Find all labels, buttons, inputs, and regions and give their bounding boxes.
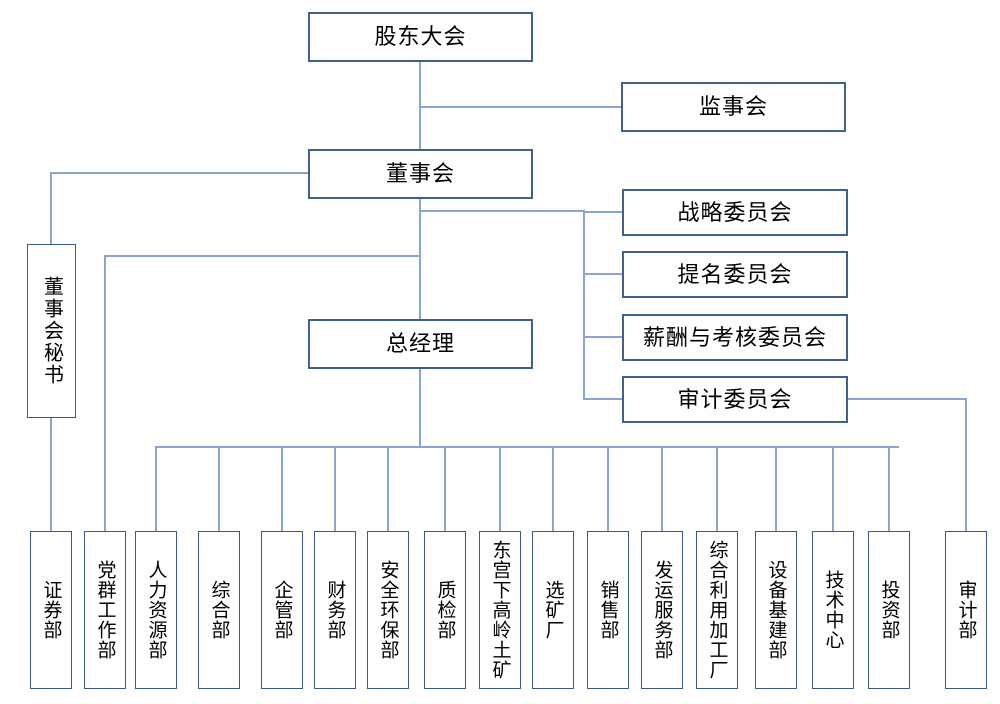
node-dept-audit[interactable]: 审计部 bbox=[945, 531, 987, 689]
node-strategy-committee[interactable]: 战略委员会 bbox=[622, 189, 848, 236]
node-general-manager[interactable]: 总经理 bbox=[308, 319, 533, 369]
node-label: 安全环保部 bbox=[377, 560, 399, 660]
connector-drop-general-affairs bbox=[218, 446, 220, 533]
connector-board-to-secretary-v bbox=[50, 172, 52, 246]
node-dept-safety-environment[interactable]: 安全环保部 bbox=[367, 531, 409, 689]
node-dept-technology-center[interactable]: 技术中心 bbox=[812, 531, 854, 689]
connector-shareholders-trunk bbox=[419, 62, 421, 174]
node-label: 发运服务部 bbox=[651, 560, 673, 660]
node-label: 战略委员会 bbox=[677, 199, 793, 225]
node-label: 技术中心 bbox=[822, 570, 844, 650]
connector-audit-cmte-to-dept-h bbox=[847, 398, 967, 400]
connector-drop-hr bbox=[155, 446, 157, 533]
node-dept-finance[interactable]: 财务部 bbox=[314, 531, 356, 689]
connector-drop-finance bbox=[334, 446, 336, 533]
node-dept-general-affairs[interactable]: 综合部 bbox=[198, 531, 240, 689]
connector-trunk-to-strategy bbox=[583, 211, 623, 213]
connector-audit-cmte-to-dept-v bbox=[965, 398, 967, 533]
node-dept-shipping-service[interactable]: 发运服务部 bbox=[641, 531, 683, 689]
connector-secretary-to-securities bbox=[50, 418, 52, 533]
node-dept-party-affairs[interactable]: 党群工作部 bbox=[84, 531, 126, 689]
connector-drop-shipping bbox=[661, 446, 663, 533]
node-label: 投资部 bbox=[878, 580, 900, 640]
connector-board-to-party-v bbox=[104, 255, 106, 533]
node-label: 董事会秘书 bbox=[40, 276, 63, 386]
node-dept-investment[interactable]: 投资部 bbox=[868, 531, 910, 689]
node-label: 审计委员会 bbox=[677, 386, 793, 412]
node-board-secretary[interactable]: 董事会秘书 bbox=[27, 244, 76, 418]
connector-drop-processing bbox=[716, 446, 718, 533]
node-label: 销售部 bbox=[597, 580, 619, 640]
connector-board-to-party-h bbox=[104, 255, 420, 257]
node-nomination-committee[interactable]: 提名委员会 bbox=[622, 251, 848, 298]
connector-shareholders-to-supervisory bbox=[419, 106, 623, 108]
node-dept-ore-dressing-plant[interactable]: 选矿厂 bbox=[532, 531, 574, 689]
node-dept-equipment-infrastructure[interactable]: 设备基建部 bbox=[755, 531, 797, 689]
node-label: 股东大会 bbox=[374, 24, 467, 50]
node-label: 综合部 bbox=[208, 580, 230, 640]
node-label: 企管部 bbox=[271, 580, 293, 640]
node-dept-sales[interactable]: 销售部 bbox=[587, 531, 629, 689]
node-label: 证券部 bbox=[40, 580, 62, 640]
node-shareholders-meeting[interactable]: 股东大会 bbox=[308, 12, 533, 62]
connector-drop-mine bbox=[499, 446, 501, 533]
node-label: 综合利用加工厂 bbox=[706, 540, 728, 680]
connector-trunk-to-remuneration bbox=[583, 336, 623, 338]
node-label: 党群工作部 bbox=[94, 560, 116, 660]
node-dept-donggongxia-kaolin-mine[interactable]: 东宫下高岭土矿 bbox=[479, 531, 521, 689]
connector-drop-tech-center bbox=[832, 446, 834, 533]
node-dept-quality-inspection[interactable]: 质检部 bbox=[424, 531, 466, 689]
connector-drop-equipment bbox=[775, 446, 777, 533]
node-label: 监事会 bbox=[698, 94, 768, 120]
connector-board-to-secretary-h bbox=[50, 172, 310, 174]
node-dept-comprehensive-utilization-plant[interactable]: 综合利用加工厂 bbox=[696, 531, 738, 689]
node-dept-enterprise-management[interactable]: 企管部 bbox=[261, 531, 303, 689]
node-label: 财务部 bbox=[324, 580, 346, 640]
connector-gm-trunk bbox=[419, 369, 421, 448]
node-label: 人力资源部 bbox=[145, 560, 167, 660]
node-label: 薪酬与考核委员会 bbox=[642, 324, 827, 350]
node-label: 质检部 bbox=[434, 580, 456, 640]
connector-department-bus bbox=[155, 446, 899, 448]
node-supervisory-board[interactable]: 监事会 bbox=[621, 82, 846, 132]
connector-trunk-to-audit-cmte bbox=[583, 398, 623, 400]
node-label: 提名委员会 bbox=[677, 261, 793, 287]
node-board-of-directors[interactable]: 董事会 bbox=[308, 149, 533, 199]
connector-drop-safety-env bbox=[387, 446, 389, 533]
node-label: 总经理 bbox=[385, 331, 455, 357]
node-audit-committee[interactable]: 审计委员会 bbox=[622, 376, 848, 423]
connector-drop-sales bbox=[607, 446, 609, 533]
node-remuneration-appraisal-committee[interactable]: 薪酬与考核委员会 bbox=[622, 314, 848, 361]
connector-trunk-to-nomination bbox=[583, 273, 623, 275]
node-label: 设备基建部 bbox=[765, 560, 787, 660]
node-label: 选矿厂 bbox=[542, 580, 564, 640]
connector-drop-investment bbox=[888, 446, 890, 533]
node-dept-securities[interactable]: 证券部 bbox=[30, 531, 72, 689]
node-label: 董事会 bbox=[385, 161, 455, 187]
connector-committee-trunk bbox=[583, 210, 585, 400]
node-dept-human-resources[interactable]: 人力资源部 bbox=[135, 531, 177, 689]
connector-drop-ore-plant bbox=[552, 446, 554, 533]
connector-board-trunk bbox=[419, 199, 421, 319]
node-label: 审计部 bbox=[955, 580, 977, 640]
connector-drop-quality bbox=[444, 446, 446, 533]
node-label: 东宫下高岭土矿 bbox=[489, 540, 511, 680]
connector-drop-enterprise-mgmt bbox=[281, 446, 283, 533]
connector-board-to-committees-h bbox=[419, 210, 584, 212]
